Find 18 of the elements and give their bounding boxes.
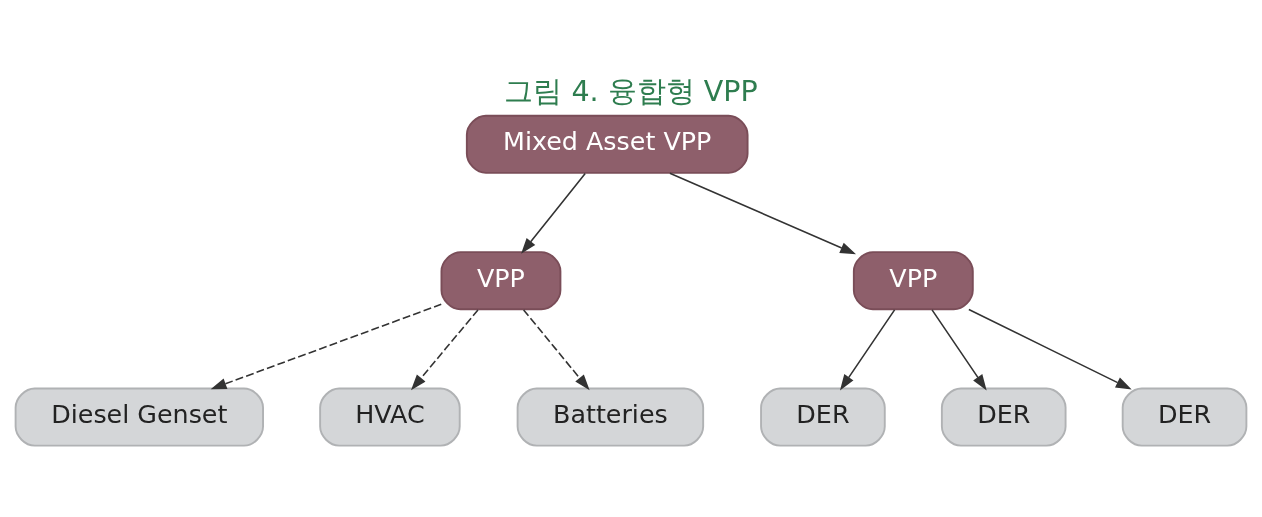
arrow [931,309,987,391]
arrow [410,309,479,391]
node-box: Mixed Asset VPP [465,114,749,174]
node-box: HVAC [319,387,461,447]
arrow [839,309,896,391]
arrow [522,309,590,391]
node-box: DER [1121,387,1248,447]
node-box: Batteries [516,387,705,447]
node-box: VPP [852,251,974,311]
node-box: DER [760,387,886,447]
arrow [521,172,586,254]
arrow [669,172,857,255]
node-box: Diesel Genset [14,387,264,447]
node-box: VPP [440,251,562,311]
diagram-title: 그림 4. 융합형 VPP [504,74,758,108]
arrow [210,303,443,390]
arrow [968,308,1132,390]
node-box: DER [940,387,1067,447]
